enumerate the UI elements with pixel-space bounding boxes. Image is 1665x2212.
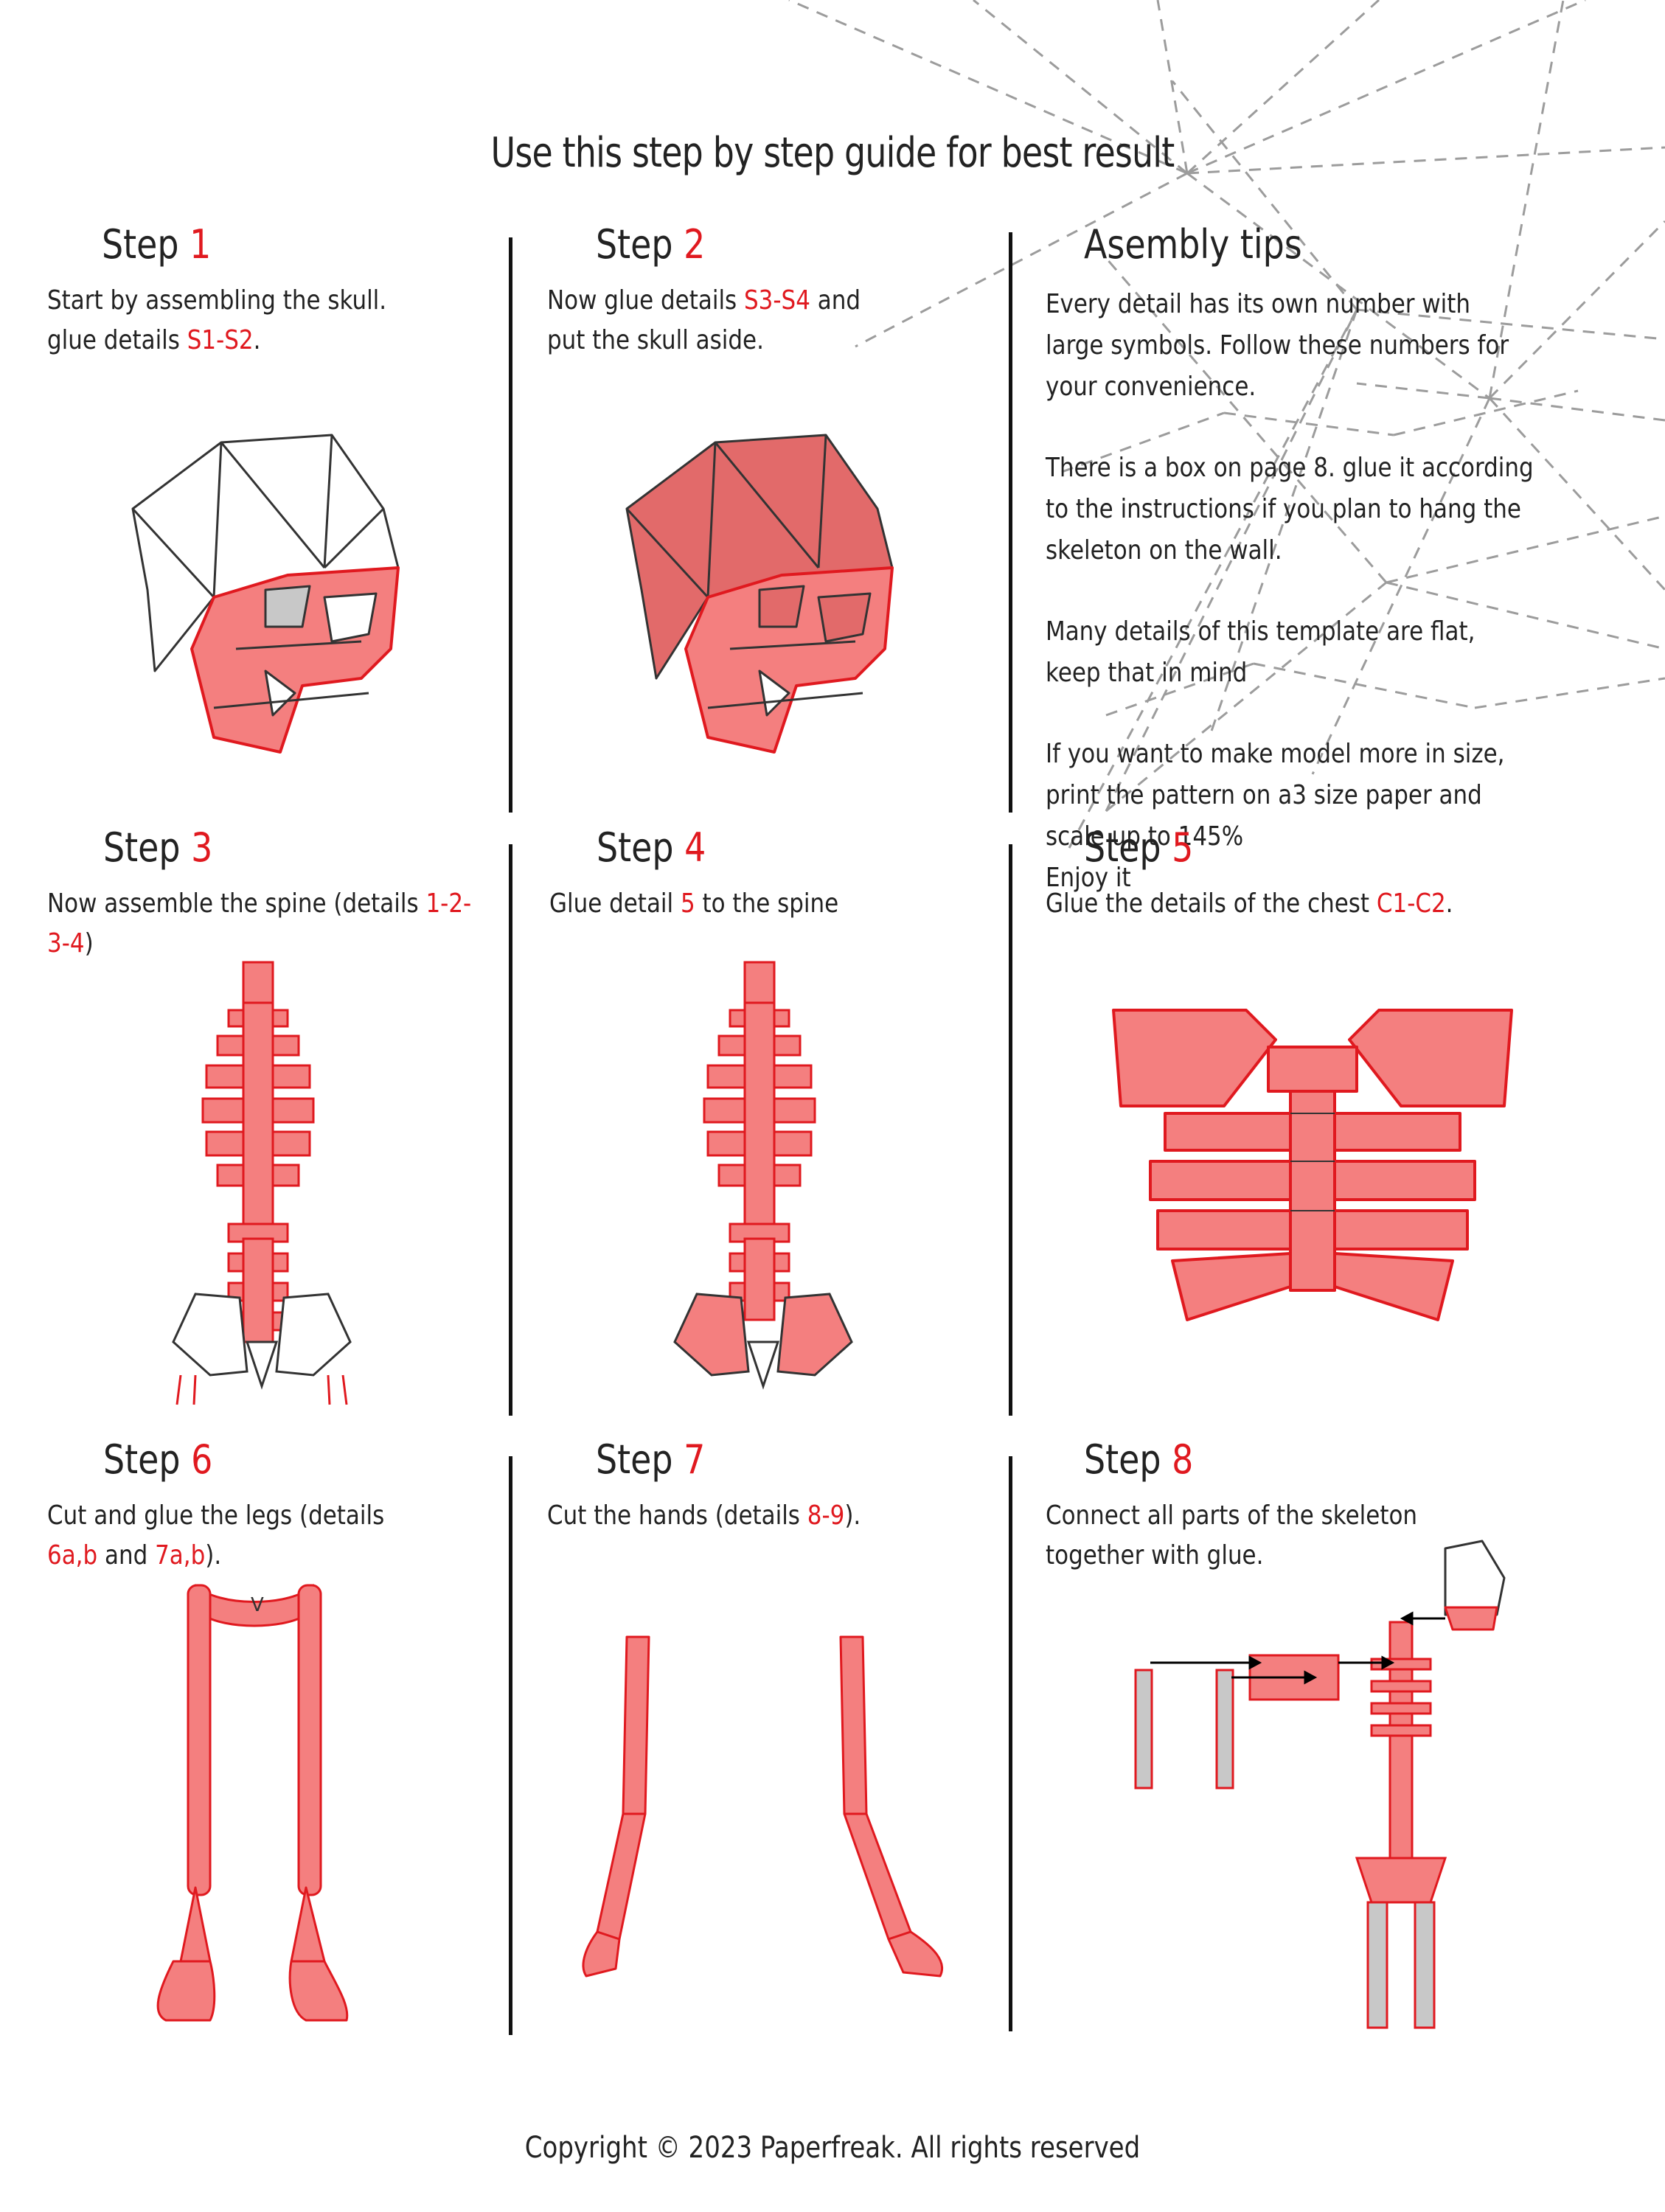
step-description: Now assemble the spine (details 1-2-3-4) [47,884,491,964]
step-heading: Step 7 [596,1436,943,1483]
column-divider [509,1456,512,2035]
column-divider [1009,1456,1012,2031]
step-word: Step [102,221,179,268]
step-text: . [1445,888,1453,919]
step-description: Now glue details S3-S4 and put the skull… [547,281,903,361]
column-divider [1009,232,1012,813]
tip-flat: Many details of this template are flat, … [1046,616,1475,688]
page-title: Use this step by step guide for best res… [490,129,1175,177]
step-number: 4 [684,824,706,871]
column-divider [509,844,512,1416]
step-7: Step 7 Cut the hands (details 8-9). [547,1436,1004,1536]
detail-ref: 5 [680,888,695,919]
step-text: Start by assembling the skull. glue deta… [47,285,387,355]
step-heading: Step 3 [103,824,494,871]
step-4: Step 4 Glue detail 5 to the spine [549,824,1007,924]
step-number: 7 [684,1436,706,1483]
step-text: and put the skull aside. [547,285,861,355]
legs-illustration: V [156,1584,349,2022]
step-number: 2 [684,221,706,268]
step-text: Connect all parts of the skeleton togeth… [1046,1500,1418,1571]
step-2: Step 2 Now glue details S3-S4 and put th… [547,221,960,361]
step-text: Now assemble the spine (details [47,888,426,919]
skull-complete-illustration [625,434,894,754]
step-number: 5 [1172,824,1194,871]
step-number: 6 [191,1436,213,1483]
step-number: 3 [191,824,213,871]
arms-illustration [582,1635,944,1978]
step-text: to the spine [695,888,839,919]
step-word: Step [597,824,674,871]
tips-heading: Asembly tips [1084,221,1302,268]
copyright-footer: Copyright © 2023 Paperfreak. All rights … [524,2131,1141,2165]
step-text: ). [205,1540,222,1571]
tip-enjoy: Enjoy it [1046,863,1131,893]
spine-illustration [172,961,352,1405]
ribcage-illustration [1112,1009,1513,1321]
step-1: Step 1 Start by assembling the skull. gl… [47,221,460,361]
step-text: ) [84,928,94,959]
column-divider [509,237,512,813]
step-text: ). [844,1500,861,1531]
column-divider [1009,844,1012,1416]
tip-scale: If you want to make model more in size, … [1046,739,1505,852]
detail-ref: 7a,b [155,1540,206,1571]
step-heading: Step 6 [103,1436,444,1483]
step-text: Cut the hands (details [547,1500,807,1531]
assembly-tips-heading-cell: Asembly tips [1084,221,1341,268]
step-description: Glue detail 5 to the spine [549,884,942,924]
step-number: 8 [1172,1436,1194,1483]
detail-ref: 6a,b [47,1540,98,1571]
step-description: Cut the hands (details 8-9). [547,1496,940,1536]
step-heading: Step 1 [102,221,406,268]
step-text: Now glue details [547,285,745,316]
step-text: . [253,325,261,355]
step-description: Cut and glue the legs (details 6a,b and … [47,1496,440,1576]
step-word: Step [596,221,673,268]
step-6: Step 6 Cut and glue the legs (details 6a… [47,1436,504,1576]
step-description: Start by assembling the skull. glue deta… [47,281,403,361]
spine-pelvis-illustration [673,961,853,1390]
step-heading: Step 8 [1084,1436,1503,1483]
step-word: Step [103,824,181,871]
step-text: Glue the details of the chest [1046,888,1377,919]
step-text: Cut and glue the legs (details [47,1500,385,1531]
detail-ref: 8-9 [807,1500,845,1531]
step-3: Step 3 Now assemble the spine (details 1… [47,824,563,964]
step-heading: Step 4 [597,824,945,871]
detail-ref: S1-S2 [187,325,254,355]
detail-ref: S3-S4 [744,285,810,316]
step-heading: Step 2 [596,221,906,268]
step-text: Glue detail [549,888,681,919]
step-word: Step [103,1436,181,1483]
step-description: Glue the details of the chest C1-C2. [1046,884,1502,924]
step-heading: Step 5 [1084,824,1503,871]
step-description: Connect all parts of the skeleton togeth… [1046,1496,1502,1576]
step-word: Step [1084,1436,1161,1483]
skull-partial-illustration [131,434,400,754]
step-word: Step [1084,824,1161,871]
tip-box: There is a box on page 8. glue it accord… [1046,453,1534,566]
svg-text:V: V [251,1594,264,1616]
step-word: Step [596,1436,673,1483]
step-text: and [97,1540,156,1571]
step-number: 1 [190,221,212,268]
assembly-tips: Every detail has its own number with lar… [1046,284,1534,939]
detail-ref: 1-2-3-4 [47,888,472,959]
step-8: Step 8 Connect all parts of the skeleton… [1046,1436,1577,1576]
full-assembly-illustration [1134,1540,1506,2029]
tip-numbers: Every detail has its own number with lar… [1046,289,1509,402]
step-5: Step 5 Glue the details of the chest C1-… [1046,824,1577,924]
detail-ref: C1-C2 [1376,888,1446,919]
